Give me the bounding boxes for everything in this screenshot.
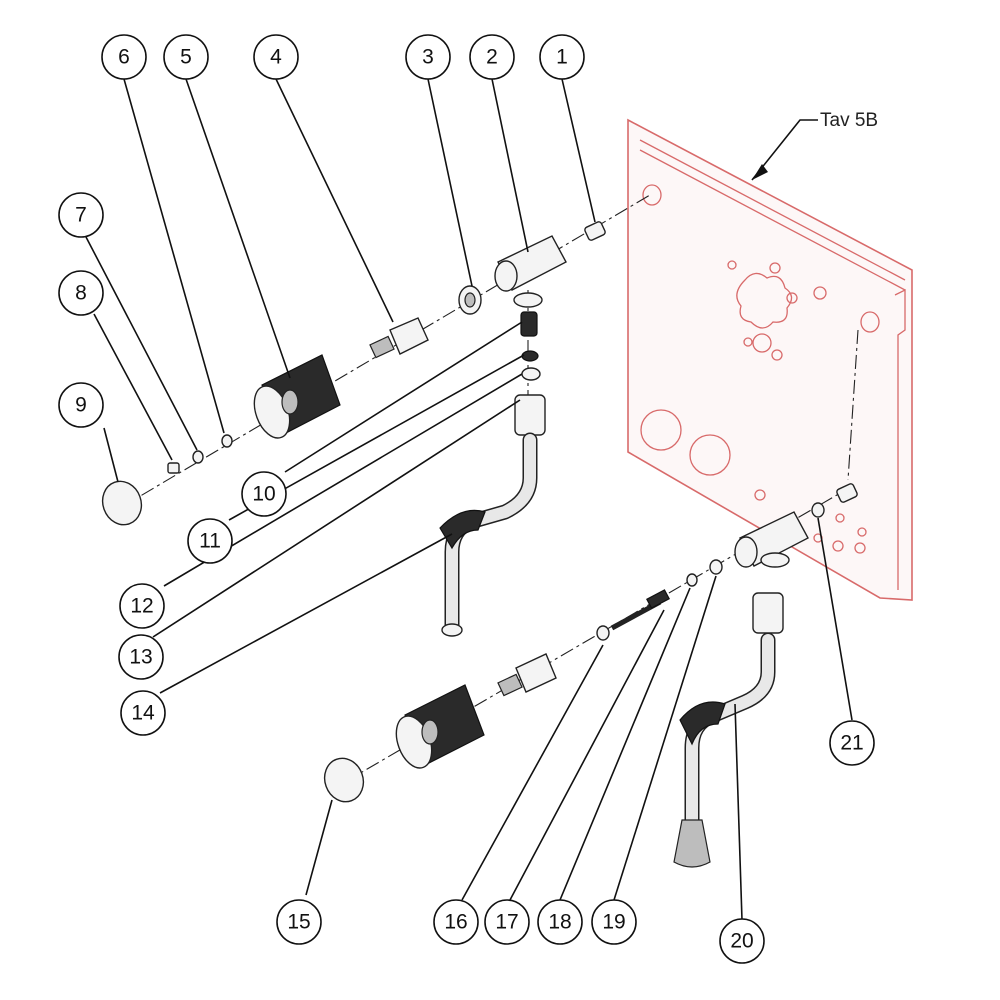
lower-valve-assembly xyxy=(323,483,858,868)
callout-8-label: 8 xyxy=(75,282,87,305)
ring-21 xyxy=(811,502,825,518)
callout-2: 2 xyxy=(469,34,515,80)
valve-spindle-upper xyxy=(369,317,429,359)
callout-16: 16 xyxy=(433,899,479,945)
ring-12 xyxy=(521,367,541,381)
callout-19-label: 19 xyxy=(602,911,625,934)
callout-5-label: 5 xyxy=(180,46,192,69)
control-knob-upper xyxy=(253,354,341,439)
callout-12: 12 xyxy=(119,583,165,629)
rod-spring xyxy=(646,589,670,609)
washer-16 xyxy=(596,625,610,641)
knob-cap-lower xyxy=(323,757,365,803)
callout-3-label: 3 xyxy=(422,46,434,69)
callout-16-label: 16 xyxy=(444,911,467,934)
valve-spindle-lower xyxy=(497,653,557,697)
callout-20: 20 xyxy=(719,918,765,964)
callout-9-label: 9 xyxy=(75,394,87,417)
control-knob-lower xyxy=(395,684,485,769)
callout-2-label: 2 xyxy=(486,46,498,69)
washer-7 xyxy=(192,450,204,464)
callout-1-label: 1 xyxy=(556,46,568,69)
washer-18 xyxy=(686,573,698,587)
nipple-lower xyxy=(836,483,858,503)
callout-leaders xyxy=(85,78,853,921)
callout-13-label: 13 xyxy=(129,646,152,669)
callout-14: 14 xyxy=(120,690,166,736)
callout-5: 5 xyxy=(163,34,209,80)
callout-6: 6 xyxy=(101,34,147,80)
callout-11-label: 11 xyxy=(199,530,221,553)
callout-4-label: 4 xyxy=(270,46,282,69)
callout-15-label: 15 xyxy=(287,911,310,934)
knob-cap-upper xyxy=(101,480,143,526)
reference-tav-5b: Tav 5B xyxy=(751,110,878,181)
callout-11: 11 xyxy=(187,518,233,564)
gas-pipe-lower xyxy=(684,632,776,830)
callout-17: 17 xyxy=(484,899,530,945)
callout-15: 15 xyxy=(276,899,322,945)
callout-10-label: 10 xyxy=(252,483,275,506)
callout-21: 21 xyxy=(829,720,875,766)
callout-21-label: 21 xyxy=(840,732,863,755)
mounting-plate xyxy=(627,118,913,601)
callout-8: 8 xyxy=(58,270,104,316)
callout-7-label: 7 xyxy=(75,204,87,227)
callout-7: 7 xyxy=(58,192,104,238)
callout-17-label: 17 xyxy=(495,911,518,934)
ring-11 xyxy=(521,350,539,362)
callout-19: 19 xyxy=(591,899,637,945)
tee-body-upper xyxy=(494,235,567,308)
pipe-nut-lower xyxy=(752,592,784,634)
spring xyxy=(520,311,538,337)
reference-label-text: Tav 5B xyxy=(820,110,878,131)
tee-body-lower xyxy=(734,511,809,568)
callout-1: 1 xyxy=(539,34,585,80)
pipe-end-lower xyxy=(673,819,711,868)
screw-upper xyxy=(167,462,180,474)
callout-20-label: 20 xyxy=(730,930,753,953)
callout-9: 9 xyxy=(58,382,104,428)
washer-19 xyxy=(709,559,723,575)
callout-10: 10 xyxy=(241,471,287,517)
callout-14-label: 14 xyxy=(131,702,155,725)
upper-valve-assembly xyxy=(101,221,606,637)
callout-6-label: 6 xyxy=(118,46,130,69)
washer-6 xyxy=(221,434,233,448)
nipple-upper xyxy=(584,221,606,241)
callout-18-label: 18 xyxy=(548,911,571,934)
callout-12-label: 12 xyxy=(130,595,153,618)
callout-18: 18 xyxy=(537,899,583,945)
callout-3: 3 xyxy=(405,34,451,80)
callout-markers: 1 2 3 4 5 6 7 8 9 10 11 12 13 14 15 16 1… xyxy=(58,34,875,964)
callout-13: 13 xyxy=(118,634,164,680)
callout-4: 4 xyxy=(253,34,299,80)
